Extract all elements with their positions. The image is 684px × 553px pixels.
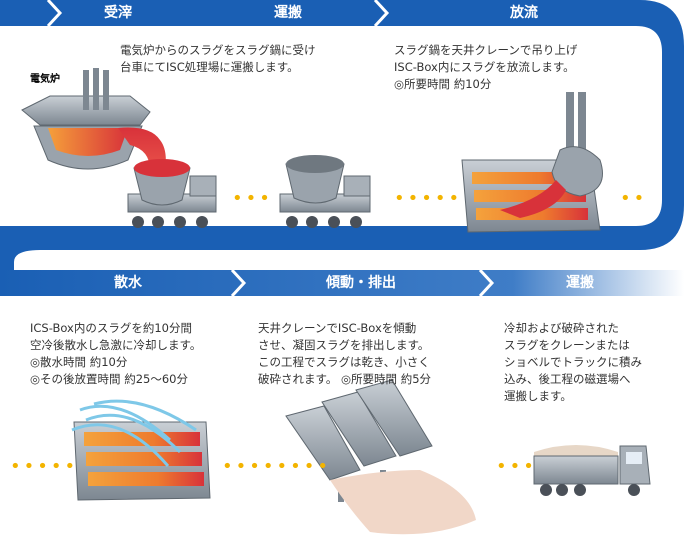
connector-dots: •••: [232, 188, 273, 209]
description-line: スラグをクレーンまたは: [504, 338, 630, 352]
dump-truck: [533, 445, 651, 496]
connector-dots: •••: [496, 456, 537, 477]
connector-dots: ••: [620, 188, 648, 209]
step-description-transport-2: 冷却および破砕された スラグをクレーンまたは ショベルでトラックに積み 込み、後…: [504, 320, 642, 405]
flow-band: [0, 0, 684, 298]
ladle-car-1: [127, 159, 217, 228]
description-line: 破砕されます。 ◎所要時間 約5分: [258, 372, 432, 386]
step-label-transport-1: 運搬: [274, 5, 302, 21]
description-line: ◎所要時間 約10分: [394, 77, 492, 91]
description-line: 台車にてISC処理場に運搬します。: [120, 60, 299, 74]
furnace-illustration: [21, 68, 166, 170]
description-line: 込み、後工程の磁選場へ: [504, 372, 631, 386]
step-description-discharge: スラグ鍋を天井クレーンで吊り上げ ISC-Box内にスラグを放流します。 ◎所要…: [394, 42, 577, 93]
isc-box-spray: [71, 399, 211, 501]
step-label-water-spray: 散水: [114, 275, 142, 291]
description-line: 空冷後散水し急激に冷却します。: [30, 338, 202, 352]
description-line: 運搬します。: [504, 389, 572, 403]
connector-dots: •••••: [10, 456, 79, 477]
description-line: 天井クレーンでISC-Boxを傾動: [258, 321, 417, 335]
step-label-receive: 受滓: [104, 5, 132, 21]
description-line: ISC-Box内にスラグを放流します。: [394, 60, 575, 74]
step-label-discharge: 放流: [510, 5, 538, 21]
step-description-tilt-discharge: 天井クレーンでISC-Boxを傾動 させ、凝固スラグを排出します。 この工程でス…: [258, 320, 431, 388]
connector-dots: •••••: [394, 188, 463, 209]
furnace-label: 電気炉: [30, 74, 60, 85]
step-label-tilt-discharge: 傾動・排出: [326, 275, 396, 291]
isc-box-pour: [461, 92, 603, 233]
connector-dots: ••••••••: [222, 456, 331, 477]
description-line: この工程でスラグは乾き、小さく: [258, 355, 430, 369]
step-description-receive: 電気炉からのスラグをスラグ鍋に受け 台車にてISC処理場に運搬します。: [120, 42, 316, 76]
description-line: スラグ鍋を天井クレーンで吊り上げ: [394, 43, 578, 57]
tilting-boxes: [285, 379, 476, 535]
description-line: させ、凝固スラグを排出します。: [258, 338, 430, 352]
description-line: ◎その後放置時間 約25〜60分: [30, 372, 188, 386]
description-line: ショベルでトラックに積み: [504, 355, 642, 369]
step-description-water-spray: ICS-Box内のスラグを約10分間 空冷後散水し急激に冷却します。 ◎散水時間…: [30, 320, 201, 388]
description-line: 電気炉からのスラグをスラグ鍋に受け: [120, 43, 316, 57]
description-line: 冷却および破砕された: [504, 321, 619, 335]
step-label-transport-2: 運搬: [566, 275, 594, 291]
ladle-car-2: [279, 155, 371, 228]
description-line: ICS-Box内のスラグを約10分間: [30, 321, 192, 335]
description-line: ◎散水時間 約10分: [30, 355, 128, 369]
